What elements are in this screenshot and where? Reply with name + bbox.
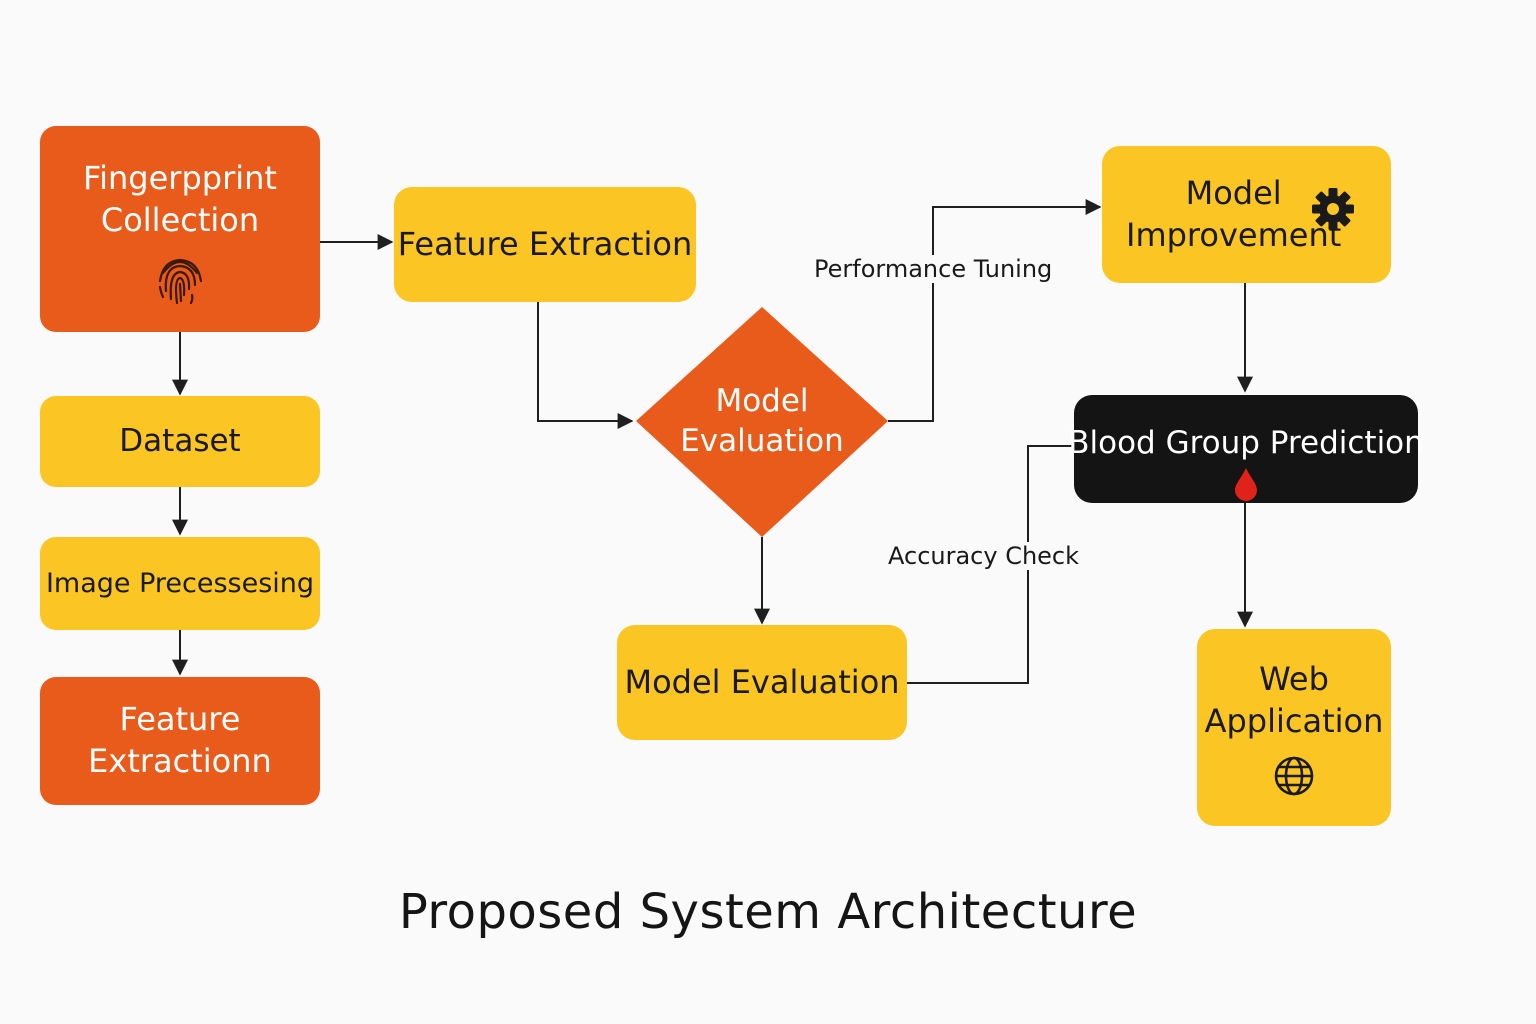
feature-extraction-left-label: Feature Extractionn (88, 700, 272, 780)
model-evaluation-diamond (636, 307, 888, 537)
model-improvement-node[interactable]: Model Improvement (1102, 146, 1391, 283)
feature-extraction-node[interactable]: Feature Extraction (394, 187, 696, 302)
model-evaluation-decision-node[interactable]: Model Evaluation (660, 370, 864, 472)
web-application-node[interactable]: Web Application (1197, 629, 1391, 826)
dataset-node[interactable]: Dataset (40, 396, 320, 487)
feature-extraction-left-node[interactable]: Feature Extractionn (40, 677, 320, 805)
arrow-feature-extraction-to-decision (537, 302, 634, 429)
diagram-title: Proposed System Architecture (398, 884, 1138, 940)
web-application-label: Web Application (1204, 660, 1384, 740)
model-improvement-label: Model Improvement (1126, 173, 1342, 254)
fingerprint-icon (151, 251, 209, 320)
connector-performance-tuning (888, 199, 1102, 422)
dataset-label: Dataset (119, 423, 241, 460)
blood-drop-icon (1233, 467, 1259, 511)
model-evaluation-decision-label: Model Evaluation (680, 382, 844, 459)
accuracy-check-label: Accuracy Check (886, 542, 1082, 570)
fingerprint-collection-label: Fingerpprint Collection (83, 159, 277, 239)
feature-extraction-label: Feature Extraction (397, 224, 693, 263)
globe-icon (1272, 754, 1316, 809)
blood-group-prediction-label: Blood Group Prediction (1068, 425, 1424, 461)
gear-icon (1310, 186, 1356, 243)
blood-group-prediction-node[interactable]: Blood Group Prediction (1068, 395, 1424, 503)
performance-tuning-label: Performance Tuning (812, 255, 1055, 283)
model-evaluation-node[interactable]: Model Evaluation (617, 625, 907, 740)
image-processing-label: Image Precessesing (45, 567, 315, 599)
image-processing-node[interactable]: Image Precessesing (40, 537, 320, 630)
fingerprint-collection-node[interactable]: Fingerpprint Collection (40, 126, 320, 332)
model-evaluation-label: Model Evaluation (624, 662, 900, 701)
